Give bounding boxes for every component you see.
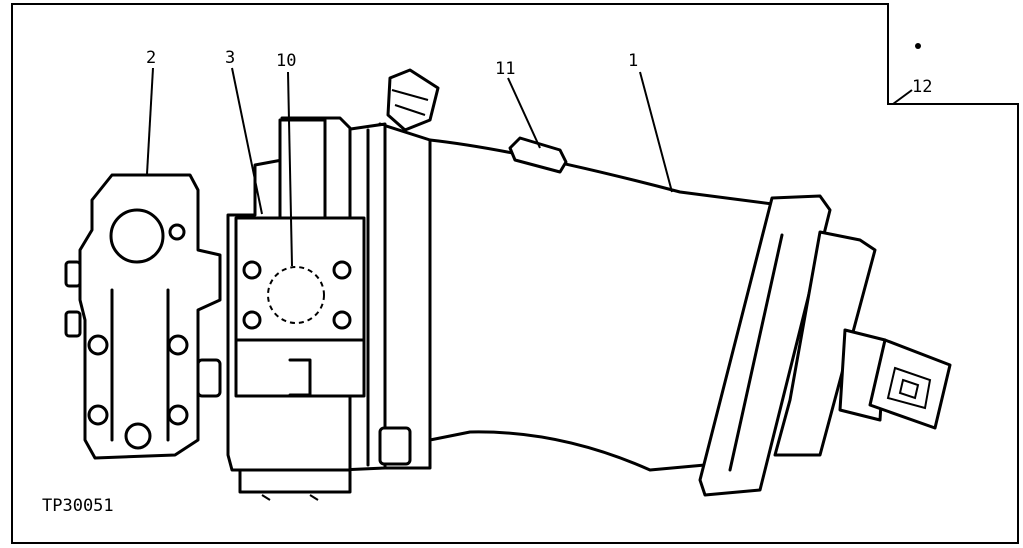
figure-frame bbox=[11, 3, 1019, 544]
leader-2 bbox=[146, 67, 154, 175]
leader-3 bbox=[231, 67, 263, 215]
callout-10: 10 bbox=[276, 51, 296, 71]
callout-1: 1 bbox=[628, 51, 638, 71]
reference-dot bbox=[915, 43, 921, 49]
callout-3: 3 bbox=[225, 48, 235, 68]
regulator-valve bbox=[64, 173, 222, 460]
figure-id: TP30051 bbox=[42, 496, 114, 516]
pump-housing bbox=[378, 122, 952, 497]
leader-1 bbox=[639, 71, 673, 193]
callout-12: 12 bbox=[912, 77, 932, 97]
callout-2: 2 bbox=[146, 48, 156, 68]
leader-11 bbox=[507, 77, 541, 149]
leader-12 bbox=[892, 89, 913, 105]
control-block bbox=[226, 116, 366, 501]
callout-11: 11 bbox=[495, 59, 515, 79]
leader-10 bbox=[287, 71, 293, 267]
